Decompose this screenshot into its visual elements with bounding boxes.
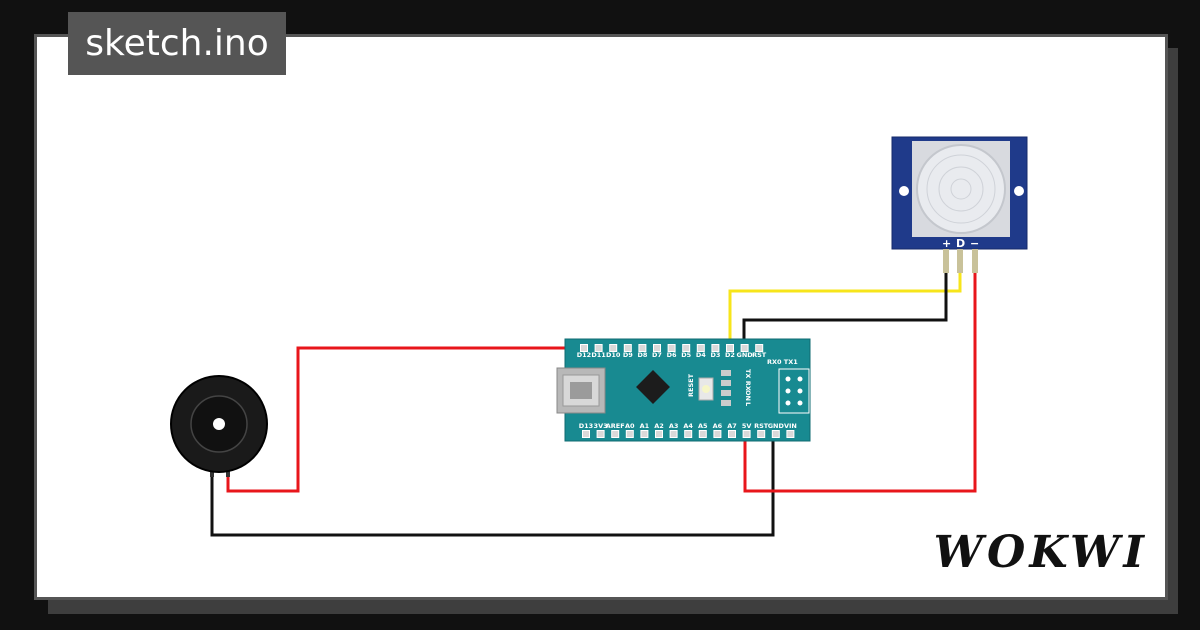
microcontroller-chip — [636, 370, 670, 404]
nano-top-pin-gnd[interactable] — [740, 344, 749, 352]
nano-top-extra-label: RX0 TX1 — [767, 358, 798, 366]
nano-top-pin-d9[interactable] — [623, 344, 632, 352]
nano-top-pin-label-d6: D6 — [667, 351, 677, 359]
nano-bottom-pin-label-a2: A2 — [654, 422, 664, 430]
pir-pin-data[interactable] — [957, 249, 963, 273]
pir-pin-label-data: D — [956, 237, 965, 250]
nano-top-pin-d8[interactable] — [638, 344, 647, 352]
nano-top-pin-d6[interactable] — [667, 344, 676, 352]
nano-bottom-pin-label-d13: D13 — [579, 422, 593, 430]
nano-bottom-pin-label-a5: A5 — [698, 422, 708, 430]
nano-bottom-pin-a5[interactable] — [698, 430, 707, 438]
nano-top-pin-rst[interactable] — [755, 344, 764, 352]
nano-bottom-pin-label-vin: VIN — [784, 422, 797, 430]
nano-bottom-pin-label-gnd: GND — [768, 422, 785, 430]
nano-top-pin-d5[interactable] — [682, 344, 691, 352]
nano-bottom-pin-a4[interactable] — [684, 430, 693, 438]
wires — [210, 270, 977, 537]
icsp-header — [778, 368, 810, 414]
pir-pin-label-vcc: + — [942, 237, 951, 250]
nano-top-pin-d11[interactable] — [594, 344, 603, 352]
nano-bottom-pin-a0[interactable] — [625, 430, 634, 438]
nano-bottom-pin-label-5v: 5V — [742, 422, 752, 430]
file-tab-sketch[interactable]: sketch.ino — [68, 12, 286, 75]
nano-bottom-pin-label-3v3: 3V3 — [594, 422, 608, 430]
nano-top-pin-d4[interactable] — [696, 344, 705, 352]
nano-top-pin-label-d4: D4 — [696, 351, 706, 359]
nano-top-pin-label-gnd: GND — [737, 351, 754, 359]
nano-bottom-pin-a1[interactable] — [640, 430, 649, 438]
status-leds: TX RX ON L — [721, 369, 752, 406]
nano-bottom-pin-5v[interactable] — [742, 430, 751, 438]
wire-pir-ground[interactable] — [742, 270, 948, 348]
nano-top-pin-d2[interactable] — [726, 344, 734, 352]
nano-top-pin-label-d10: D10 — [606, 351, 621, 359]
buzzer[interactable] — [170, 375, 268, 477]
nano-top-pin-d7[interactable] — [653, 344, 661, 352]
nano-bottom-pin-d13[interactable] — [582, 430, 590, 438]
pir-pin-gnd[interactable] — [972, 249, 978, 273]
nano-top-pin-d3[interactable] — [711, 344, 720, 352]
led-label-txrx: TX RX — [744, 369, 752, 391]
wire-pir-signal[interactable] — [728, 270, 962, 348]
nano-bottom-pin-gnd[interactable] — [771, 430, 780, 438]
nano-bottom-pin-aref[interactable] — [611, 430, 620, 438]
nano-top-pin-label-d3: D3 — [710, 351, 720, 359]
nano-bottom-pin-a7[interactable] — [728, 430, 736, 438]
nano-bottom-pin-label-a3: A3 — [669, 422, 679, 430]
nano-top-pin-label-d8: D8 — [637, 351, 647, 359]
nano-bottom-pin-a3[interactable] — [669, 430, 678, 438]
diagram-canvas[interactable] — [34, 34, 1168, 600]
nano-top-pin-label-rst: RST — [752, 351, 767, 359]
nano-bottom-pin-rst[interactable] — [757, 430, 766, 438]
nano-bottom-pin-label-a7: A7 — [727, 422, 737, 430]
nano-top-pin-label-d5: D5 — [681, 351, 691, 359]
reset-button[interactable]: RESET — [687, 373, 714, 401]
nano-bottom-pin-3v3[interactable] — [596, 430, 605, 438]
nano-bottom-pin-label-a0: A0 — [625, 422, 635, 430]
led-label-l: L — [744, 402, 752, 406]
nano-top-pin-d12[interactable] — [580, 344, 588, 352]
led-label-on: ON — [744, 390, 752, 401]
nano-top-pin-label-d2: D2 — [725, 351, 735, 359]
nano-bottom-pin-label-a1: A1 — [640, 422, 650, 430]
wokwi-logo: WOKWI — [933, 527, 1148, 578]
nano-bottom-pin-label-rst: RST — [754, 422, 769, 430]
nano-top-pin-d10[interactable] — [609, 344, 618, 352]
pir-pin-label-gnd: − — [970, 237, 979, 250]
nano-top-pin-label-d7: D7 — [652, 351, 662, 359]
nano-top-pin-label-d11: D11 — [591, 351, 606, 359]
pir-sensor[interactable]: + D − — [891, 136, 1028, 273]
nano-bottom-pin-label-a6: A6 — [713, 422, 723, 430]
nano-bottom-pin-label-a4: A4 — [683, 422, 693, 430]
wire-buzzer-ground[interactable] — [210, 434, 775, 537]
wire-pir-power[interactable] — [743, 270, 977, 493]
nano-bottom-pin-label-aref: AREF — [606, 422, 625, 430]
nano-top-pin-label-d9: D9 — [623, 351, 633, 359]
nano-top-pin-label-d12: D12 — [577, 351, 591, 359]
reset-label: RESET — [687, 373, 695, 397]
wire-buzzer-positive[interactable] — [226, 346, 642, 493]
nano-bottom-pin-a2[interactable] — [655, 430, 663, 438]
pir-pin-vcc[interactable] — [943, 249, 949, 273]
usb-connector — [556, 367, 606, 414]
pir-lens — [916, 144, 1006, 234]
nano-bottom-pin-a6[interactable] — [713, 430, 722, 438]
nano-bottom-pin-vin[interactable] — [786, 430, 795, 438]
